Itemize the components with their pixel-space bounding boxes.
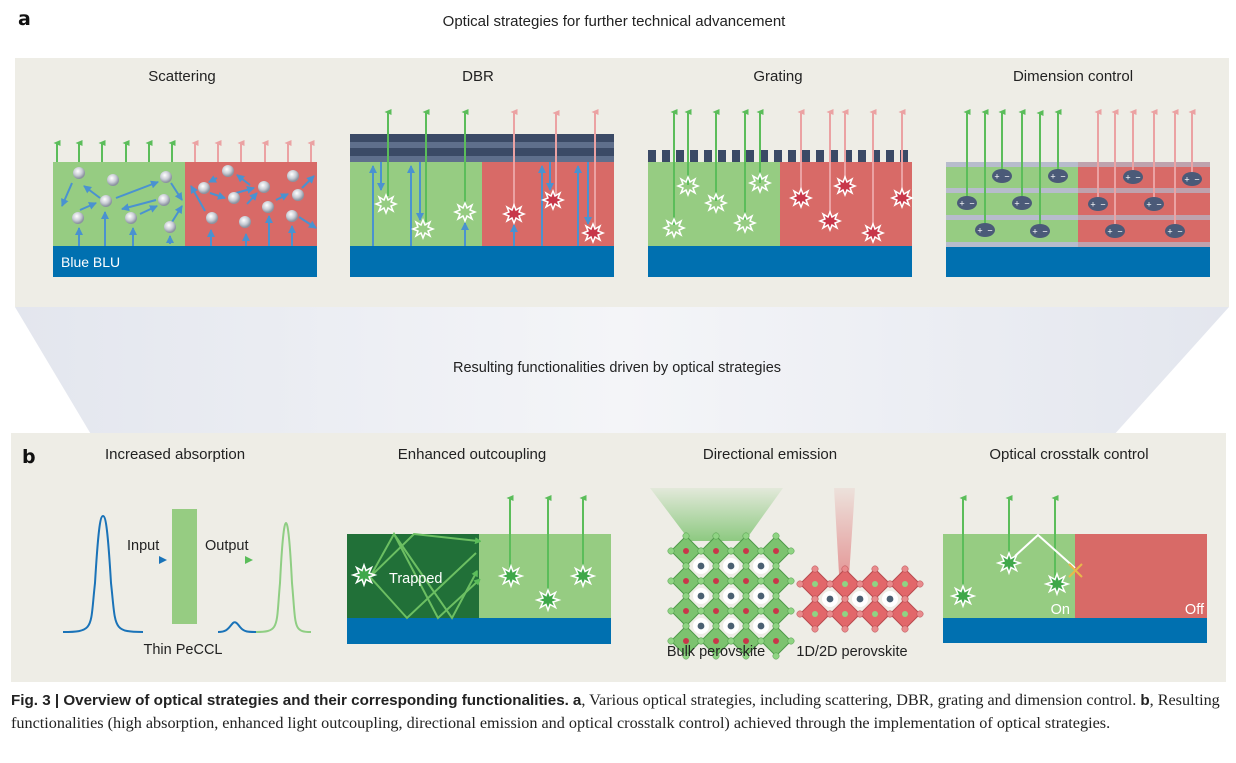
- grating-tooth: [802, 150, 810, 162]
- grating-tooth: [830, 150, 838, 162]
- optical-crosstalk-title: Optical crosstalk control: [989, 446, 1149, 463]
- input-spectrum: [62, 514, 144, 633]
- grating-tooth: [844, 150, 852, 162]
- grating-tooth: [648, 150, 656, 162]
- panel-b-letter: b: [22, 446, 36, 468]
- grating-tooth: [704, 150, 712, 162]
- a-site-cation: [727, 592, 735, 600]
- low-dim-perovskite-label: 1D/2D perovskite: [796, 644, 907, 660]
- enhanced-outcoupling-diagram: Trapped: [347, 495, 611, 644]
- grating-tooth: [900, 150, 908, 162]
- green-emission-arrows: [53, 140, 176, 162]
- scattering-title: Scattering: [148, 68, 216, 85]
- a-site-cation: [826, 595, 834, 603]
- increased-absorption-title: Increased absorption: [104, 446, 246, 463]
- a-site-cation: [757, 622, 765, 630]
- thin-peccl-label: Thin PeCCL: [144, 642, 223, 658]
- input-label: Input: [127, 538, 159, 554]
- grating-tooth: [718, 150, 726, 162]
- bulk-perovskite-lattice: [667, 532, 795, 660]
- dbr-mirror: [350, 134, 614, 162]
- panel-a-diagrams: + − Blue BLU: [53, 109, 1210, 277]
- grating-tooth: [774, 150, 782, 162]
- directional-emission-diagram: Bulk perovskite 1D/2D perovskite: [650, 488, 924, 660]
- scattering-particles: [72, 165, 304, 233]
- grating-tooth: [816, 150, 824, 162]
- low-dim-perovskite-lattice: [796, 565, 924, 633]
- grating-tooth: [760, 150, 768, 162]
- dbr-title: DBR: [462, 68, 494, 85]
- blocked-x-icon: [1068, 563, 1083, 578]
- grating-tooth: [788, 150, 796, 162]
- caption-b-label: b: [1140, 692, 1150, 709]
- a-site-cation: [757, 592, 765, 600]
- a-site-cation: [697, 592, 705, 600]
- bulk-perovskite-label: Bulk perovskite: [667, 644, 765, 660]
- output-spectrum: [255, 521, 312, 633]
- off-label: Off: [1185, 602, 1205, 618]
- wide-emission-beam: [650, 488, 783, 541]
- grating-teeth: [648, 150, 908, 162]
- scattering-diagram: Blue BLU: [53, 140, 317, 277]
- panel-a-title: Optical strategies for further technical…: [442, 13, 786, 30]
- caption-a-text: , Various optical strategies, including …: [581, 691, 1137, 709]
- dimension-control-title: Dimension control: [1012, 68, 1134, 85]
- connector-funnel: [15, 307, 1229, 436]
- thin-peccl-layer: [172, 509, 197, 624]
- caption-fig-label: Fig. 3 | Overview of optical strategies …: [11, 692, 569, 709]
- grating-tooth: [872, 150, 880, 162]
- figure-caption: Fig. 3 | Overview of optical strategies …: [11, 689, 1226, 735]
- connector-text: Resulting functionalities driven by opti…: [452, 360, 782, 376]
- a-site-cation: [727, 622, 735, 630]
- absorbed-residual-spectrum: [217, 621, 257, 633]
- crosstalk-path: [1014, 533, 1076, 569]
- grating-tooth: [858, 150, 866, 162]
- optical-crosstalk-diagram: On Off: [943, 495, 1207, 643]
- grating-tooth: [732, 150, 740, 162]
- enhanced-outcoupling-title: Enhanced outcoupling: [397, 446, 547, 463]
- blue-blu-layer: [53, 246, 317, 277]
- grating-tooth: [662, 150, 670, 162]
- increased-absorption-diagram: Input Output Thin PeCCL: [62, 509, 312, 658]
- a-site-cation: [727, 562, 735, 570]
- a-site-cation: [856, 595, 864, 603]
- dimension-control-diagram: [946, 109, 1210, 277]
- dbr-diagram: [350, 109, 614, 277]
- caption-b-text: , Resulting functionalities (high absorp…: [11, 691, 1220, 732]
- grating-tooth: [676, 150, 684, 162]
- directional-emission-title: Directional emission: [702, 446, 838, 463]
- panel-a-letter: a: [18, 8, 31, 30]
- scatter-arrows: [61, 174, 317, 246]
- trapped-label: Trapped: [389, 571, 442, 587]
- a-site-cation: [697, 622, 705, 630]
- output-label: Output: [205, 538, 249, 554]
- caption-a-label: a: [572, 692, 582, 709]
- grating-title: Grating: [753, 68, 803, 85]
- on-label: On: [1051, 602, 1070, 618]
- panel-b-diagrams: Input Output Thin PeCCL Trapped: [62, 488, 1207, 660]
- grating-tooth: [886, 150, 894, 162]
- a-site-cation: [886, 595, 894, 603]
- narrow-emission-beam: [834, 488, 855, 591]
- a-site-cation: [757, 562, 765, 570]
- blue-blu-label: Blue BLU: [61, 254, 120, 270]
- grating-tooth: [746, 150, 754, 162]
- red-emission-arrows: [191, 140, 315, 162]
- trapped-light-paths: [369, 531, 478, 620]
- grating-diagram: [648, 109, 913, 277]
- grating-tooth: [690, 150, 698, 162]
- a-site-cation: [697, 562, 705, 570]
- off-pixel: [1075, 534, 1207, 618]
